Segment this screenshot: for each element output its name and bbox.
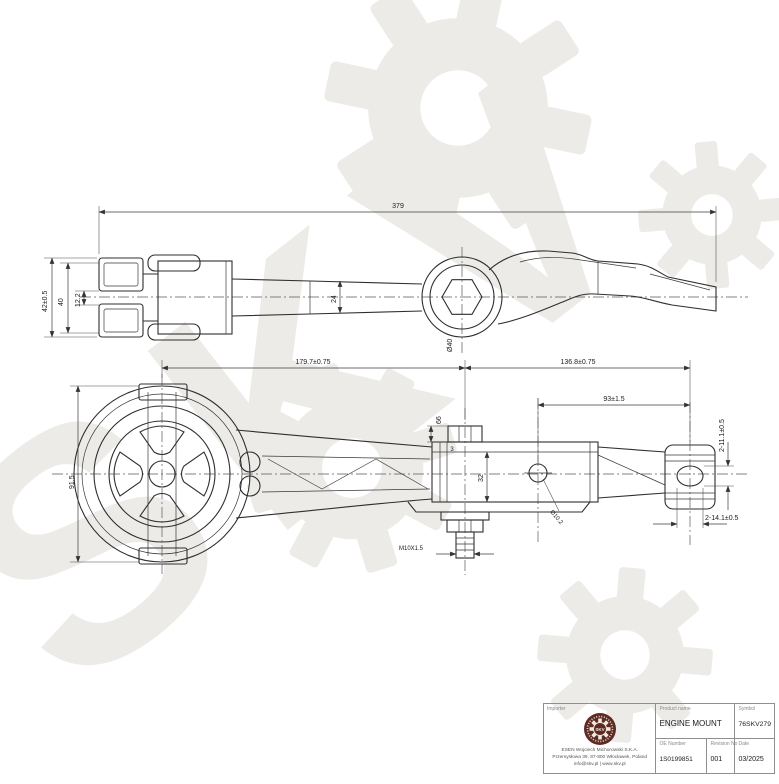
dim-stud-height: 66 xyxy=(436,416,443,424)
top-view-dimensions: 379 42±0.5 40 12.2 24 Ø40 xyxy=(42,203,717,352)
bottom-view xyxy=(52,374,748,575)
revision-cell: Revision No 001 xyxy=(707,739,738,773)
symbol-cell: Symbol 76SKV279 xyxy=(735,704,774,738)
dim-fork-slot: 12.2 xyxy=(75,293,82,307)
product-name-cell: Product name ENGINE MOUNT xyxy=(656,704,736,738)
dim-slot-width: 2-11.1±0.5 xyxy=(719,419,726,452)
dim-thread: M10X1.5 xyxy=(399,546,424,552)
revision-label: Revision No xyxy=(710,741,738,747)
dim-wall: 3 xyxy=(450,447,454,453)
dim-block-height: 32 xyxy=(478,474,485,482)
bottom-view-dimensions: 91.5 179.7±0.75 136.8±0.75 93±1.5 66 32 … xyxy=(69,359,739,563)
symbol-label: Symbol xyxy=(738,706,756,712)
symbol-value: 76SKV279 xyxy=(738,721,771,728)
logo-text: SKV xyxy=(595,727,604,732)
date-value: 03/2025 xyxy=(738,756,764,763)
date-label: Date xyxy=(738,741,750,747)
dim-span-right: 136.8±0.75 xyxy=(561,359,596,366)
dim-overall-length: 379 xyxy=(392,203,404,210)
title-block: Importer SKV ESEN Wojciech Michorowski S… xyxy=(543,703,775,774)
dim-bush-od: 91.5 xyxy=(69,475,76,489)
oe-number-label: OE Number xyxy=(659,741,686,747)
dim-slot-length: 2-14.1±0.5 xyxy=(705,515,739,522)
product-name-value: ENGINE MOUNT xyxy=(659,719,722,728)
dim-fork-inner: 40 xyxy=(58,298,65,306)
revision-value: 001 xyxy=(710,756,723,763)
skv-logo: SKV xyxy=(583,713,616,745)
top-view xyxy=(80,247,748,354)
importer-label: Importer xyxy=(547,706,566,712)
dim-fork-height: 42±0.5 xyxy=(42,291,49,312)
dim-arm-width: 24 xyxy=(331,295,338,303)
oe-number-cell: OE Number 1S0199851 xyxy=(656,739,708,773)
date-cell: Date 03/2025 xyxy=(735,739,774,773)
product-name-label: Product name xyxy=(659,706,691,712)
oe-number-value: 1S0199851 xyxy=(659,756,693,763)
dim-eye-dia: Ø40 xyxy=(447,339,454,352)
company-address: ESEN Wojciech Michorowski S.K.A. Przemys… xyxy=(552,748,648,767)
importer-cell: Importer SKV ESEN Wojciech Michorowski S… xyxy=(544,704,657,773)
dim-span-left: 179.7±0.75 xyxy=(296,359,331,366)
watermark: SKV xyxy=(0,0,779,755)
dim-hole-span: 93±1.5 xyxy=(603,396,624,403)
